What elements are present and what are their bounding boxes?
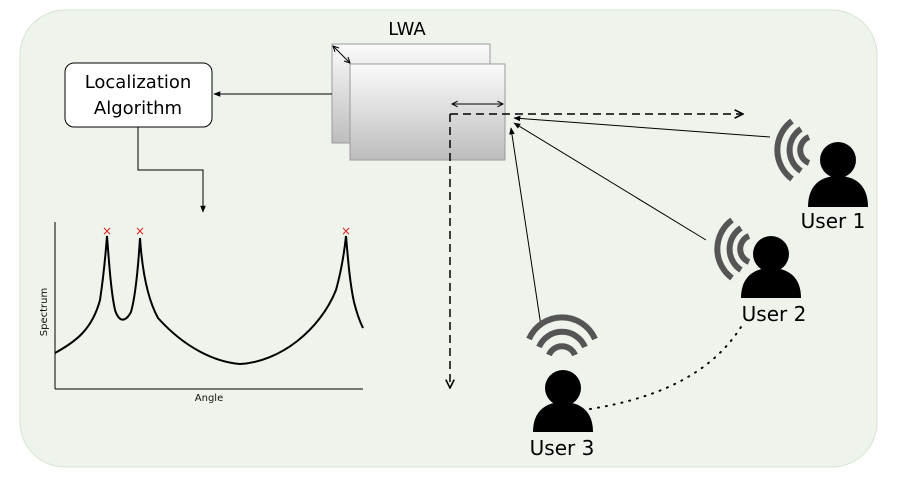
spectrum-plot: Angle Spectrum × × × <box>39 222 364 404</box>
peak-marker-3: × <box>341 224 351 238</box>
lwa-label: LWA <box>388 19 426 40</box>
spectrum-curve <box>54 235 364 366</box>
background-panel <box>19 9 878 468</box>
person-icon <box>741 236 801 298</box>
user-2-label: User 2 <box>742 302 807 326</box>
signal-waves-icon <box>714 217 751 281</box>
user-1 <box>774 118 868 207</box>
user1-signal-arrow <box>513 115 771 138</box>
peak-marker-2: × <box>135 224 145 238</box>
signal-waves-icon <box>774 118 811 182</box>
user-3-label: User 3 <box>530 436 595 460</box>
algorithm-to-spectrum-arrow <box>137 127 206 213</box>
signal-waves-icon <box>526 314 598 357</box>
algorithm-label-line2: Algorithm <box>94 98 182 119</box>
lwa-panel-front <box>349 63 506 161</box>
lwa-antenna <box>331 43 506 161</box>
algorithm-label-line1: Localization <box>85 72 192 93</box>
peak-marker-1: × <box>102 224 112 238</box>
user-1-label: User 1 <box>801 209 866 233</box>
localization-algorithm-box: Localization Algorithm <box>64 62 213 128</box>
person-icon <box>533 370 593 432</box>
user-2 <box>714 217 801 298</box>
spectrum-xlabel: Angle <box>195 393 223 404</box>
person-icon <box>808 142 868 207</box>
spectrum-ylabel: Spectrum <box>39 288 50 336</box>
user-path-dotted <box>589 321 745 410</box>
user3-signal-arrow <box>509 127 542 327</box>
user-3 <box>526 314 598 432</box>
lwa-depth-arrow <box>333 46 350 63</box>
user2-signal-arrow <box>513 122 707 241</box>
